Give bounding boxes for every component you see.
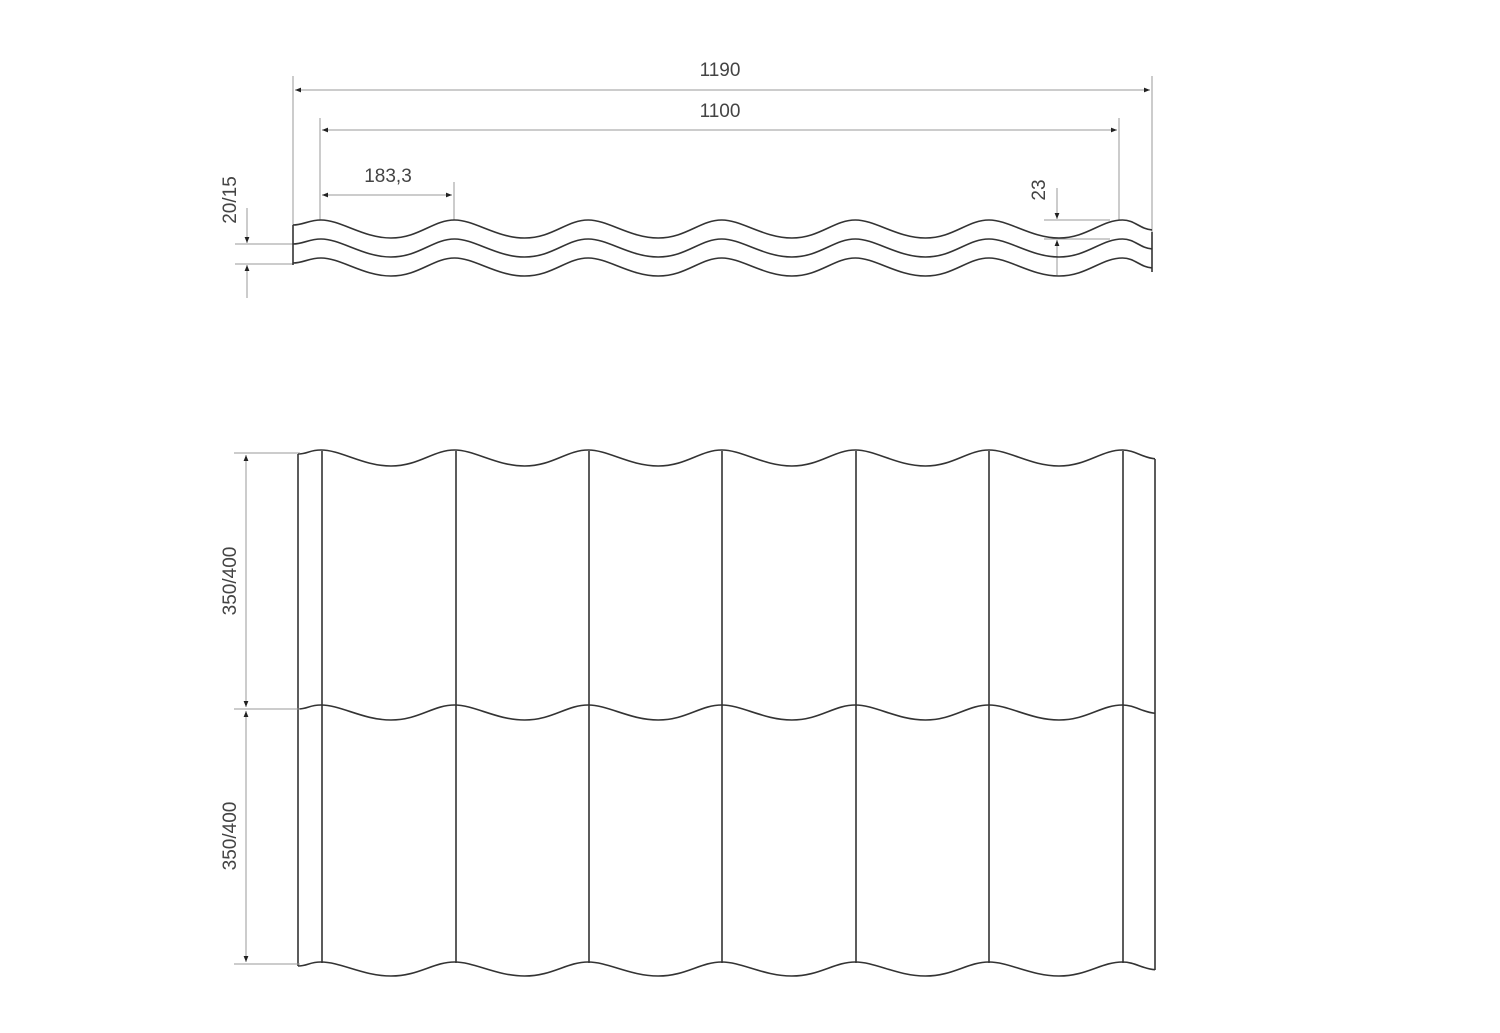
profile-wave-line-3	[292, 257, 1153, 277]
dimension-wave-pitch: 183,3	[322, 166, 455, 220]
effective-width-label: 1100	[700, 101, 741, 122]
step-height-label: 20/15	[220, 176, 241, 224]
front-row-edge-2	[297, 704, 1156, 721]
row-length-lower-label: 350/400	[220, 802, 241, 871]
wave-height-label: 23	[1029, 179, 1050, 200]
dimension-overall-width: 1190	[292, 60, 1153, 232]
dimension-row-length-upper: 350/400	[220, 452, 300, 710]
wave-pitch-label: 183,3	[364, 166, 412, 187]
tile-front-view	[297, 449, 1156, 977]
dimension-wave-height: 23	[1029, 179, 1110, 275]
front-row-edge-1	[297, 449, 1156, 467]
dimension-row-length-lower: 350/400	[220, 711, 300, 965]
front-row-edge-3	[297, 961, 1156, 977]
dimension-step-height: 20/15	[220, 176, 293, 298]
profile-wave-line-1	[292, 219, 1153, 239]
overall-width-label: 1190	[700, 60, 741, 81]
dimension-effective-width: 1100	[319, 101, 1120, 220]
row-length-upper-label: 350/400	[220, 547, 241, 616]
tile-profile-view	[292, 219, 1153, 277]
profile-wave-line-2	[292, 238, 1153, 258]
